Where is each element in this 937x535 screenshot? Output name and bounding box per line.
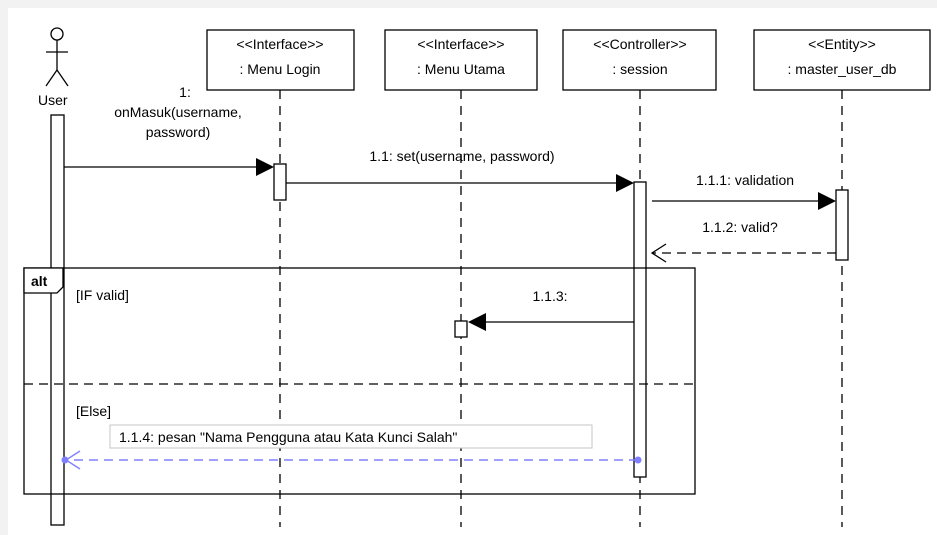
lifeline-master-user-db-name: : master_user_db [788,61,897,77]
activation-session[interactable] [633,181,647,478]
alt-fragment[interactable]: alt [IF valid] [Else] [23,267,696,495]
message-1-1-2-label: 1.1.2: valid? [702,219,778,235]
actor-right-leg [56,69,69,87]
message-1-1-3-label: 1.1.3: [532,288,567,304]
alt-operator-label: alt [31,273,48,289]
lifeline-master-user-db-box [753,29,931,91]
alt-guard-if: [IF valid] [76,287,129,303]
message-1-1-4-label: 1.1.4: pesan "Nama Pengguna atau Kata Ku… [119,429,457,445]
message-1-1-arrowhead [616,174,634,192]
alt-guard-else: [Else] [76,403,111,419]
activation-menu-login[interactable] [273,163,287,201]
lifeline-session-box [562,29,717,91]
lifeline-session[interactable]: <<Controller>> : session [562,29,717,91]
lifeline-master-user-db-stereotype: <<Entity>> [808,36,876,52]
message-1-1-4-end-handle[interactable] [61,456,69,464]
activation-menu-utama[interactable] [454,320,468,338]
message-1-1-2-arrowhead [650,243,667,263]
message-1-1[interactable]: 1.1: set(username, password) [286,148,634,192]
lifeline-menu-utama-stereotype: <<Interface>> [417,36,504,52]
user-activation-bar[interactable] [50,114,65,526]
actor-label: User [38,92,68,108]
lifeline-session-name: : session [612,61,667,77]
sequence-diagram-canvas: User <<Interface>> : Menu Login <<Interf… [8,8,937,535]
lifeline-menu-login-name: : Menu Login [240,61,321,77]
lifeline-menu-login[interactable]: <<Interface>> : Menu Login [206,29,355,91]
message-1-1-4-label-box [109,424,593,449]
lifeline-session-stereotype: <<Controller>> [593,36,686,52]
lifeline-menu-login-box [206,29,355,91]
message-1-1-4[interactable]: 1.1.4: pesan "Nama Pengguna atau Kata Ku… [61,424,642,470]
message-1-1-label: 1.1: set(username, password) [369,148,554,164]
alt-operator-tab [23,267,64,294]
actor-head [50,27,64,41]
message-1-line1: onMasuk(username, [114,104,242,120]
lifeline-menu-login-stereotype: <<Interface>> [236,36,323,52]
message-1-1-3-arrowhead [468,313,486,331]
message-1-arrowhead [256,158,274,176]
message-1-line2: password) [146,124,211,140]
actor-left-leg [45,69,58,87]
lifeline-menu-utama-box [384,29,538,91]
message-1-1-2[interactable]: 1.1.2: valid? [650,219,836,263]
message-1-1-1-label: 1.1.1: validation [696,172,794,188]
activation-master-user-db[interactable] [835,189,849,261]
actor-user[interactable]: User [38,27,69,108]
message-1-1-3[interactable]: 1.1.3: [468,288,634,331]
message-1[interactable]: 1: onMasuk(username, password) [64,84,274,176]
lifeline-master-user-db[interactable]: <<Entity>> : master_user_db [753,29,931,91]
alt-fragment-frame [23,267,696,495]
lifeline-menu-utama[interactable]: <<Interface>> : Menu Utama [384,29,538,91]
message-1-1-1[interactable]: 1.1.1: validation [652,172,836,210]
lifeline-menu-utama-name: : Menu Utama [417,61,505,77]
message-1-number: 1: [179,84,191,100]
message-1-1-1-arrowhead [818,192,836,210]
message-1-1-4-start-handle[interactable] [634,456,642,464]
